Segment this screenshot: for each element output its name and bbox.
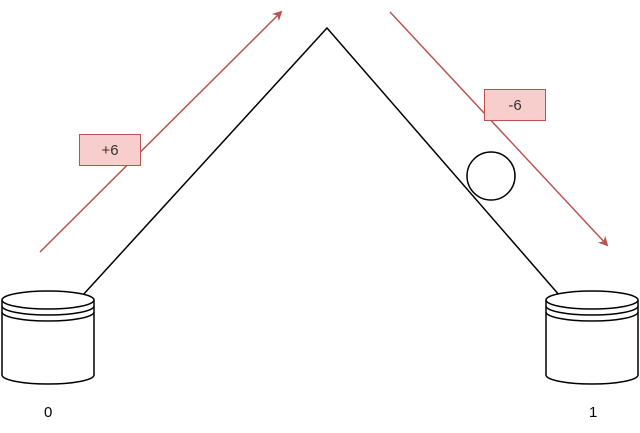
right-bucket-label: 1	[589, 404, 598, 421]
minus-six-badge: -6	[484, 89, 546, 121]
right-bucket	[545, 290, 639, 385]
arrow-down	[389, 11, 609, 247]
arrow-up	[39, 10, 283, 253]
left-bucket	[1, 290, 95, 385]
slope-line	[81, 26, 561, 297]
ball	[466, 151, 516, 201]
left-bucket-label: 0	[44, 404, 53, 421]
plus-six-badge: +6	[79, 134, 141, 166]
